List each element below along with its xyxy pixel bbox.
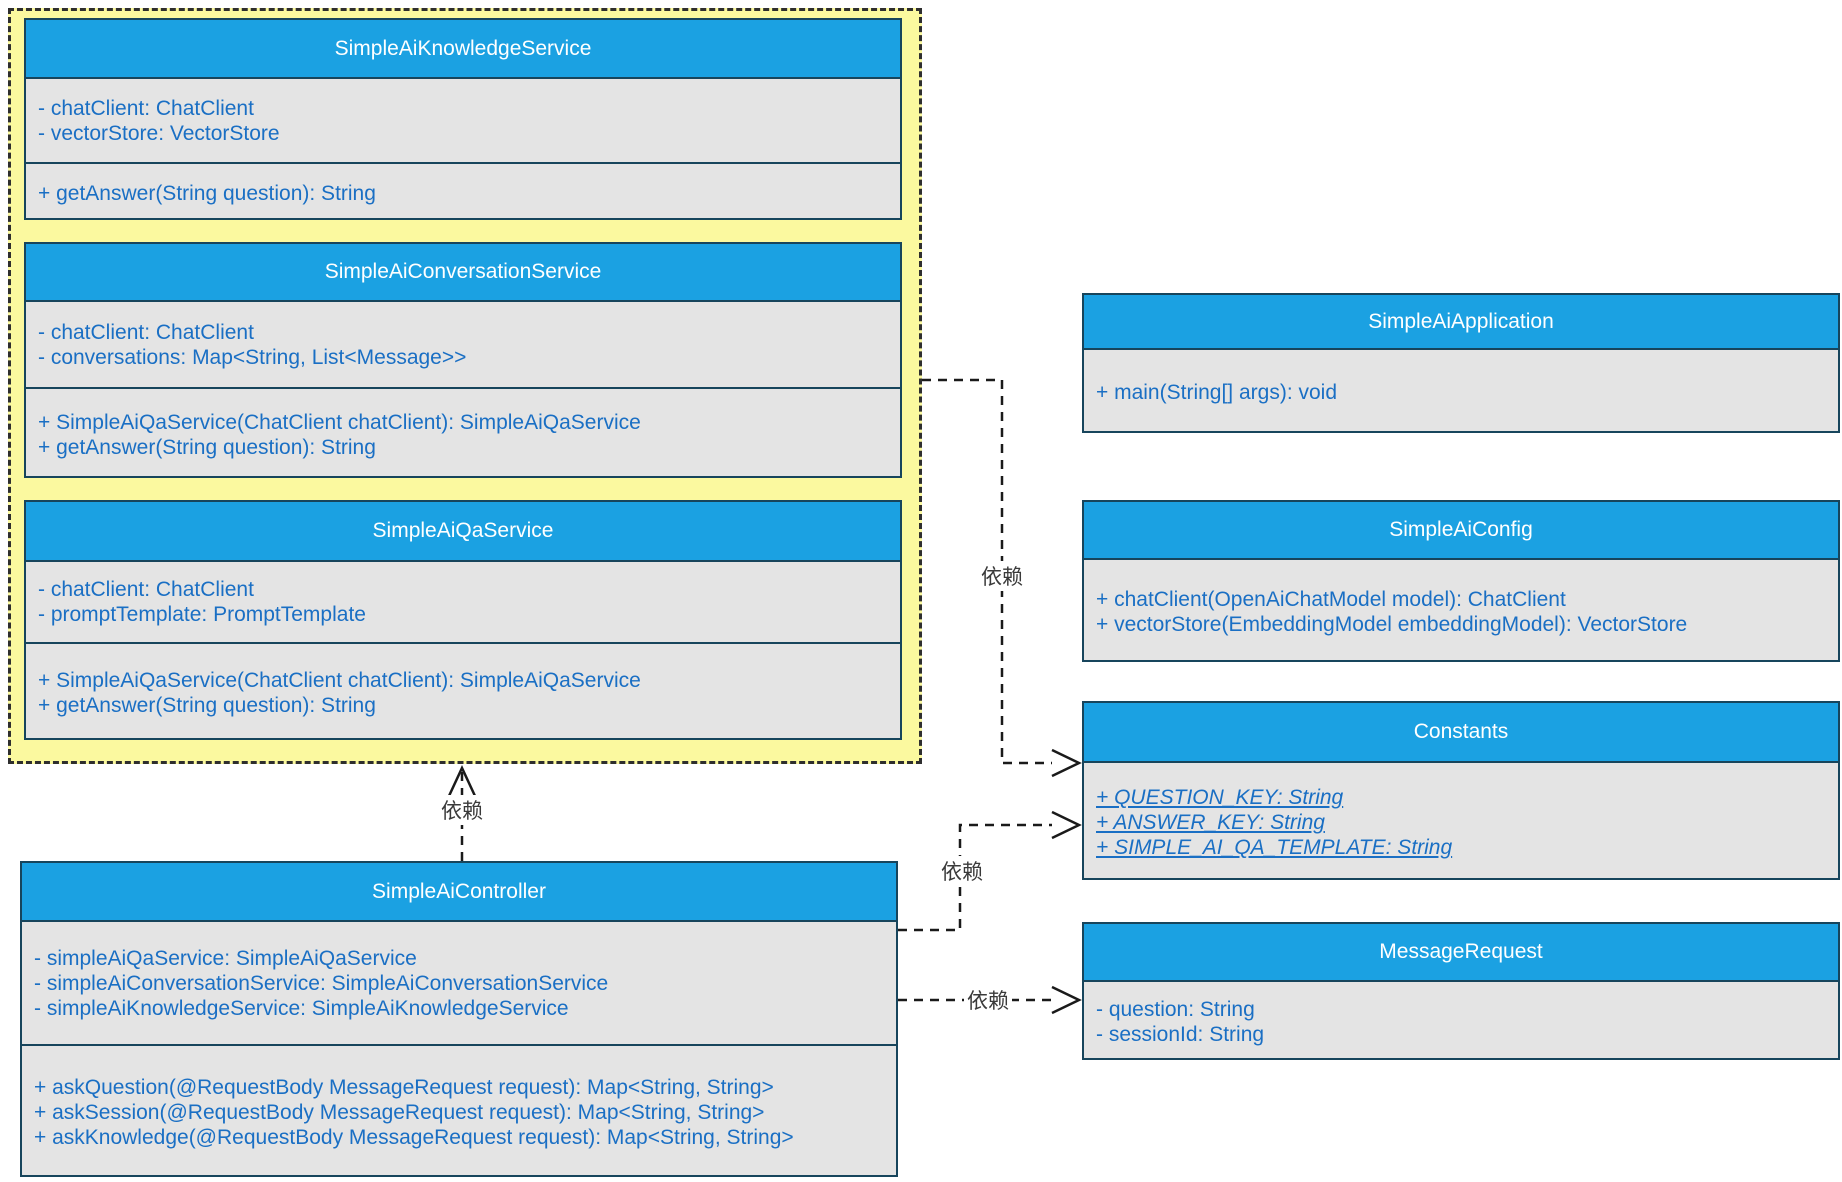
- attribute-row: - chatClient: ChatClient: [38, 96, 254, 120]
- class-title: MessageRequest: [1084, 924, 1838, 982]
- class-title: SimpleAiConfig: [1084, 502, 1838, 560]
- class-simple-ai-config[interactable]: SimpleAiConfig + chatClient(OpenAiChatMo…: [1082, 500, 1840, 662]
- attribute-row: - chatClient: ChatClient: [38, 320, 254, 344]
- class-title: SimpleAiQaService: [26, 502, 900, 562]
- attribute-row: - conversations: Map<String, List<Messag…: [38, 345, 467, 369]
- dependency-label[interactable]: 依赖: [438, 795, 486, 825]
- methods-section: + main(String[] args): void: [1084, 350, 1838, 435]
- methods-section: + getAnswer(String question): String: [26, 162, 900, 222]
- dependency-label[interactable]: 依赖: [938, 856, 986, 886]
- attributes-section: - question: String - sessionId: String: [1084, 982, 1838, 1062]
- dependency-label[interactable]: 依赖: [978, 561, 1026, 591]
- class-title: SimpleAiController: [22, 863, 896, 922]
- method-row: + vectorStore(EmbeddingModel embeddingMo…: [1096, 613, 1688, 636]
- attributes-section: - chatClient: ChatClient - promptTemplat…: [26, 562, 900, 642]
- class-constants[interactable]: Constants + QUESTION_KEY: String + ANSWE…: [1082, 701, 1840, 880]
- class-message-request[interactable]: MessageRequest - question: String - sess…: [1082, 922, 1840, 1060]
- class-simple-ai-conversation-service[interactable]: SimpleAiConversationService - chatClient…: [24, 242, 902, 478]
- static-attribute-row: + QUESTION_KEY: String: [1096, 786, 1344, 809]
- class-simple-ai-controller[interactable]: SimpleAiController - simpleAiQaService: …: [20, 861, 898, 1177]
- method-row: + askSession(@RequestBody MessageRequest…: [34, 1101, 765, 1124]
- attributes-section: + QUESTION_KEY: String + ANSWER_KEY: Str…: [1084, 763, 1838, 882]
- attribute-row: - simpleAiKnowledgeService: SimpleAiKnow…: [34, 996, 569, 1020]
- methods-section: + askQuestion(@RequestBody MessageReques…: [22, 1044, 896, 1179]
- method-row: + askQuestion(@RequestBody MessageReques…: [34, 1076, 774, 1099]
- attribute-row: - promptTemplate: PromptTemplate: [38, 603, 366, 626]
- class-simple-ai-qa-service[interactable]: SimpleAiQaService - chatClient: ChatClie…: [24, 500, 902, 740]
- edge-controller-to-service-group[interactable]: [447, 765, 477, 861]
- method-row: + askKnowledge(@RequestBody MessageReque…: [34, 1126, 794, 1149]
- method-row: + getAnswer(String question): String: [38, 694, 376, 717]
- attributes-section: - chatClient: ChatClient - vectorStore: …: [26, 79, 900, 162]
- class-title: SimpleAiConversationService: [26, 244, 900, 302]
- attributes-section: - simpleAiQaService: SimpleAiQaService -…: [22, 922, 896, 1044]
- edge-controller-to-message-request[interactable]: [898, 985, 1082, 1015]
- attribute-row: - simpleAiConversationService: SimpleAiC…: [34, 971, 609, 995]
- attribute-row: - vectorStore: VectorStore: [38, 121, 280, 145]
- method-row: + getAnswer(String question): String: [38, 435, 376, 459]
- method-row: + chatClient(OpenAiChatModel model): Cha…: [1096, 588, 1566, 611]
- method-row: + main(String[] args): void: [1096, 381, 1338, 404]
- method-row: + SimpleAiQaService(ChatClient chatClien…: [38, 410, 641, 434]
- edge-controller-to-constants[interactable]: [898, 810, 1082, 932]
- attribute-row: - question: String: [1096, 998, 1255, 1021]
- class-title: Constants: [1084, 703, 1838, 763]
- edge-service-group-to-constants[interactable]: [922, 378, 1082, 778]
- class-title: SimpleAiApplication: [1084, 295, 1838, 350]
- method-row: + SimpleAiQaService(ChatClient chatClien…: [38, 669, 641, 692]
- attributes-section: - chatClient: ChatClient - conversations…: [26, 302, 900, 387]
- class-simple-ai-knowledge-service[interactable]: SimpleAiKnowledgeService - chatClient: C…: [24, 18, 902, 220]
- attribute-row: - sessionId: String: [1096, 1023, 1265, 1046]
- methods-section: + chatClient(OpenAiChatModel model): Cha…: [1084, 560, 1838, 664]
- static-attribute-row: + ANSWER_KEY: String: [1096, 811, 1325, 834]
- dependency-label[interactable]: 依赖: [964, 985, 1012, 1015]
- method-row: + getAnswer(String question): String: [38, 181, 376, 205]
- methods-section: + SimpleAiQaService(ChatClient chatClien…: [26, 642, 900, 742]
- class-title: SimpleAiKnowledgeService: [26, 20, 900, 79]
- class-simple-ai-application[interactable]: SimpleAiApplication + main(String[] args…: [1082, 293, 1840, 433]
- attribute-row: - chatClient: ChatClient: [38, 578, 254, 601]
- static-attribute-row: + SIMPLE_AI_QA_TEMPLATE: String: [1096, 836, 1453, 859]
- attribute-row: - simpleAiQaService: SimpleAiQaService: [34, 946, 417, 970]
- methods-section: + SimpleAiQaService(ChatClient chatClien…: [26, 387, 900, 480]
